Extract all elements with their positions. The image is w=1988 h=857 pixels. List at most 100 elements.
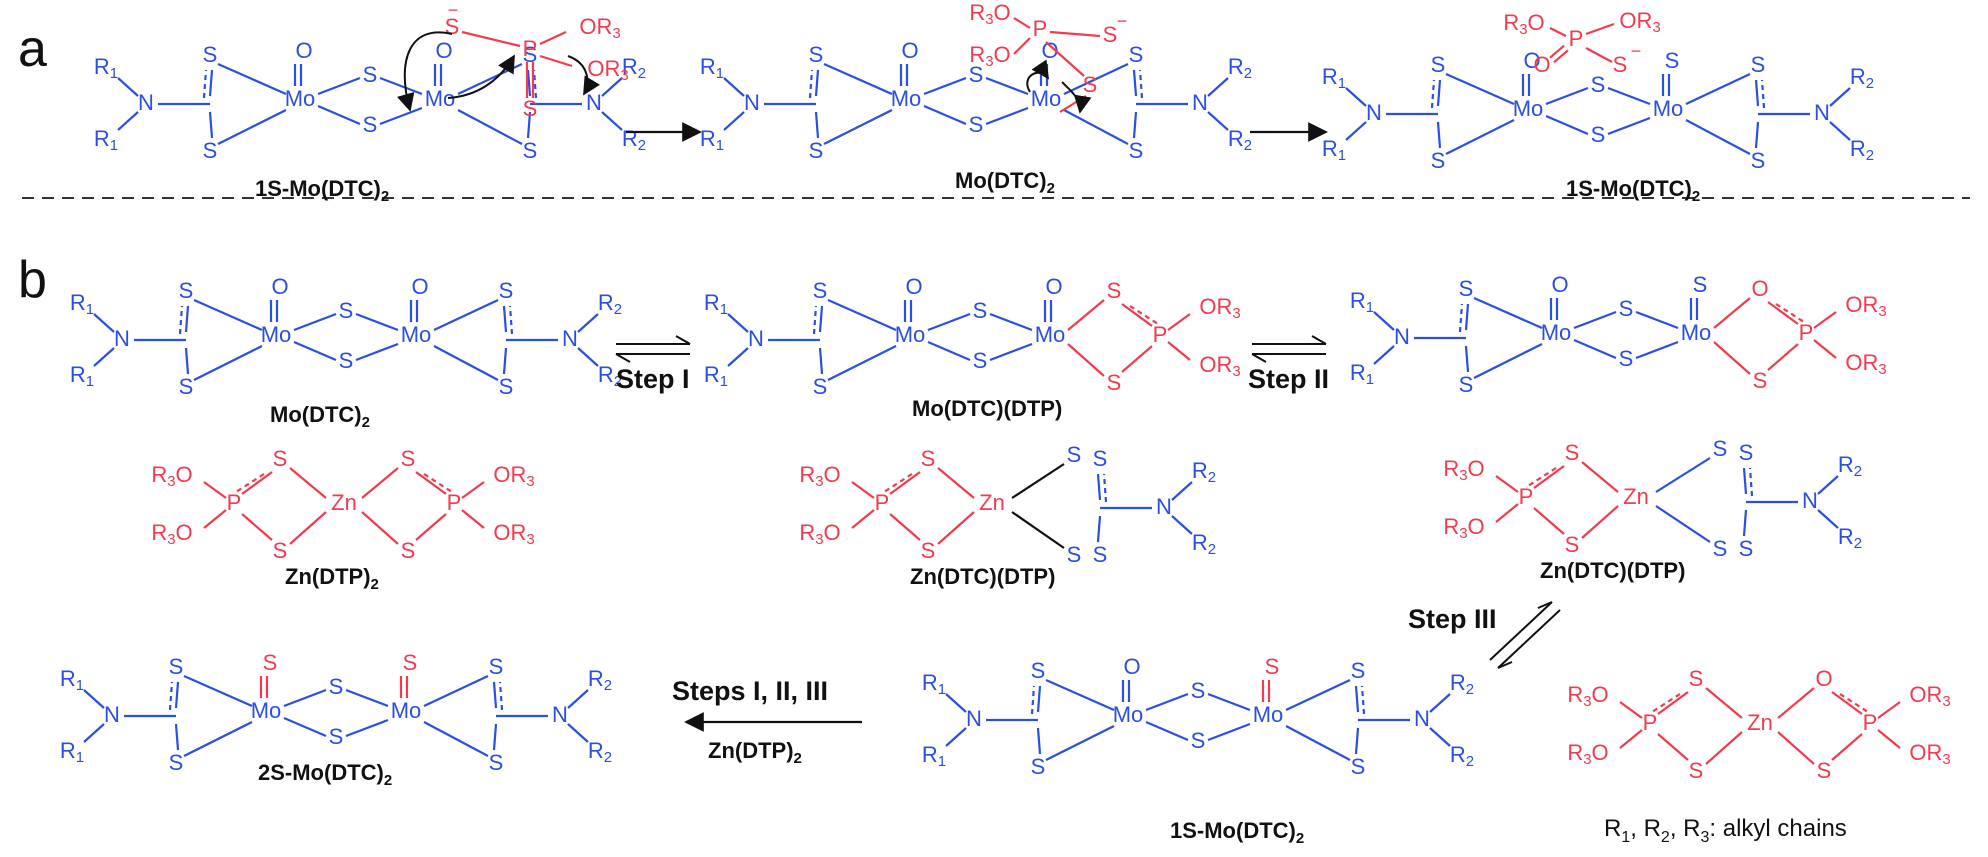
atom-label-298: S [921, 538, 936, 563]
atom-label-163: R1 [70, 362, 94, 390]
step-label-1: Step I [616, 364, 690, 394]
atom-label-437: P [1643, 710, 1658, 735]
bond-137 [1829, 121, 1851, 141]
bond-122 [1607, 86, 1651, 106]
atom-label-111: R1 [1322, 64, 1346, 92]
bond-160 [93, 313, 115, 333]
bond-113 [1445, 72, 1515, 106]
atom-label-313: S [1093, 446, 1108, 471]
equilibrium-arrow-step1 [615, 335, 691, 363]
atom-label-453: OR3 [1909, 682, 1950, 710]
bond-101 [1059, 95, 1087, 113]
bond-317 [1096, 515, 1102, 543]
bond-383 [492, 723, 498, 751]
atom-label-48: S [523, 96, 538, 121]
bond-447 [1777, 687, 1815, 719]
atom-label-347: N [1802, 488, 1818, 513]
atom-label-177: O [411, 274, 428, 299]
bond-390 [423, 675, 489, 707]
bond-360 [83, 723, 105, 743]
atom-label-329: P [1519, 484, 1534, 509]
atom-label-281: R3O [151, 520, 192, 548]
label-b-1smodtc2: 1S-Mo(DTC)2 [1170, 818, 1304, 847]
atom-label-389: R2 [588, 738, 612, 766]
atom-label-352: S [169, 654, 184, 679]
bond-274 [289, 467, 327, 499]
atom-label-221: S [1107, 370, 1122, 395]
bond-47 [539, 54, 573, 68]
atom-label-342: S [1739, 536, 1754, 561]
bond-89 [1063, 63, 1129, 95]
atom-label-64: Mo [891, 86, 922, 111]
atom-label-246: O [1551, 272, 1568, 297]
atom-label-74: Mo [1031, 86, 1062, 111]
bond-294 [461, 481, 485, 499]
bond-114 [1445, 119, 1515, 155]
atom-label-402: R1 [922, 742, 946, 770]
atom-label-398: N [966, 706, 982, 731]
atom-label-220: S [1107, 278, 1122, 303]
atom-label-210: S [973, 298, 988, 323]
label-a-1s-modtc2-left: 1S-Mo(DTC)2 [255, 176, 389, 205]
atom-label-51: S [809, 42, 824, 67]
bond-175 [355, 342, 399, 362]
atom-label-181: S [499, 374, 514, 399]
atom-label-416: S [1265, 654, 1280, 679]
curved-arrow-5 [1061, 81, 1092, 114]
atom-label-379: S [489, 654, 504, 679]
atom-label-44: OR3 [579, 14, 620, 42]
atom-label-28: S [523, 138, 538, 163]
bond-109 [1345, 87, 1367, 107]
bond-426 [1429, 693, 1451, 713]
curved-arrow-2 [447, 54, 515, 99]
label-b-2smodtc2: 2S-Mo(DTC)2 [258, 760, 392, 789]
bond-81 [1138, 69, 1144, 99]
atom-label-93: R3O [969, 42, 1010, 70]
atom-label-130: S [1751, 148, 1766, 173]
bond-188 [577, 347, 599, 367]
bond-43 [461, 30, 521, 48]
atom-label-433: S [1689, 666, 1704, 691]
atom-label-18: S [363, 112, 378, 137]
bond-278 [235, 473, 265, 493]
bond-90 [1063, 109, 1129, 145]
bond-448 [1777, 731, 1815, 765]
bond-19 [317, 76, 361, 96]
bond-58 [723, 77, 745, 97]
bond-287 [361, 511, 399, 545]
bond-223 [1067, 343, 1105, 377]
step-label-2: Step II [1248, 364, 1329, 394]
atom-label-271: Zn [331, 490, 357, 515]
bond-94 [1013, 17, 1031, 29]
atom-label-273: S [273, 538, 288, 563]
bond-275 [289, 511, 327, 545]
bond-161 [93, 347, 115, 367]
atom-label-341: S [1739, 440, 1754, 465]
bond-277 [241, 471, 273, 495]
bond-363 [183, 674, 253, 708]
bond-20 [379, 76, 423, 96]
bond-35 [601, 111, 623, 131]
bond-145 [1549, 27, 1567, 37]
bond-339 [1655, 457, 1711, 493]
atom-label-249: S [1619, 296, 1634, 321]
bond-320 [1171, 481, 1193, 501]
atom-label-362: R1 [60, 738, 84, 766]
bond-183 [508, 305, 514, 335]
bond-421 [1354, 685, 1360, 713]
atom-label-326: S [1565, 532, 1580, 557]
bond-364 [183, 721, 253, 757]
atom-label-9: R1 [94, 54, 118, 82]
bond-121 [1545, 86, 1589, 106]
atom-label-135: N [1814, 100, 1830, 125]
atom-label-68: S [969, 62, 984, 87]
bond-95 [1013, 37, 1031, 55]
bond-187 [577, 313, 599, 333]
atom-label-242: R1 [1350, 360, 1374, 388]
atom-label-1: S [203, 138, 218, 163]
bond-38 [457, 63, 523, 95]
bond-80 [1132, 69, 1138, 97]
atom-label-338: S [1713, 536, 1728, 561]
atom-label-297: S [921, 446, 936, 471]
